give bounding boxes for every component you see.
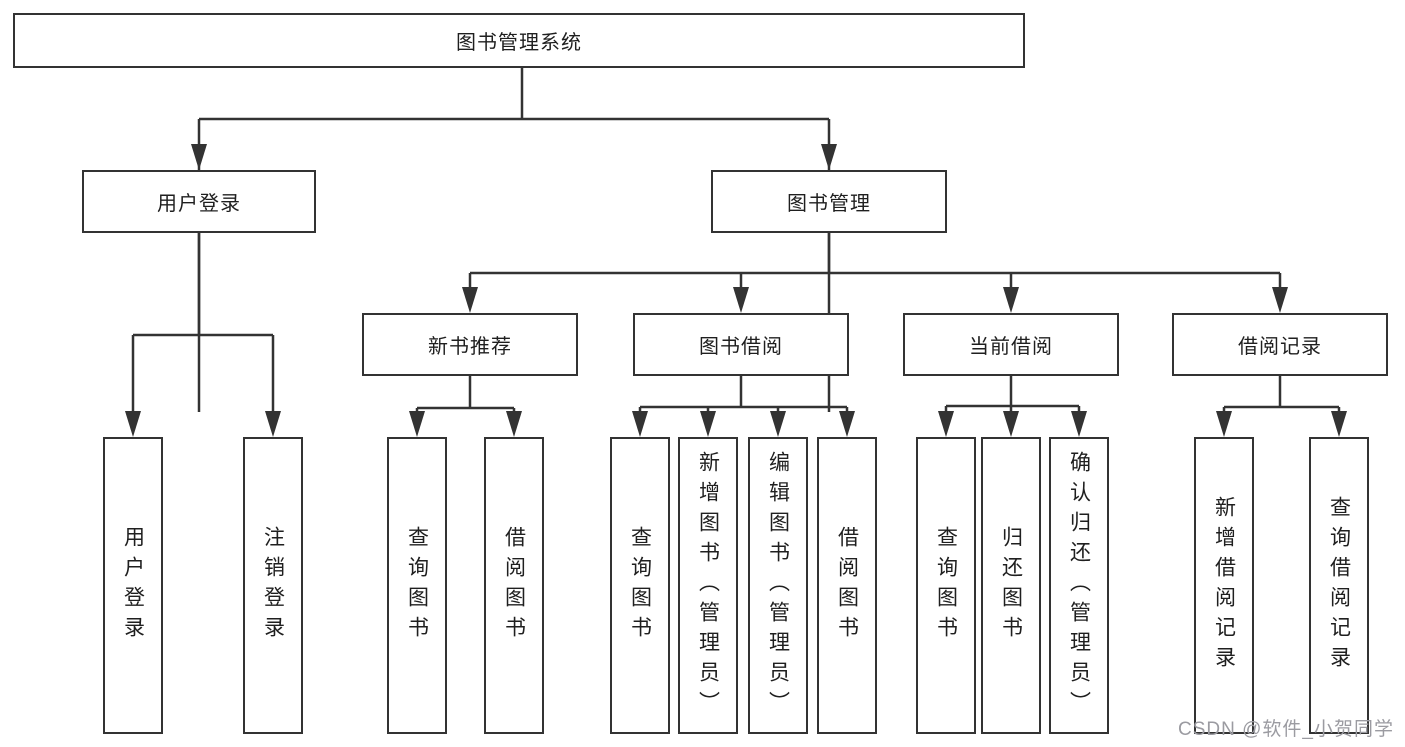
node-book-management-label: 图书管理 — [787, 193, 871, 215]
leaf-user-login: 用户登录 — [103, 437, 163, 734]
leaf-query-books-borrowing: 查询图书 — [610, 437, 670, 734]
leaf-confirm-return-admin-label: 确认归还（管理员） — [1067, 450, 1091, 721]
node-user-login: 用户登录 — [82, 170, 316, 233]
leaf-query-books-recommend: 查询图书 — [387, 437, 447, 734]
connector-book-management-children — [468, 233, 1282, 288]
leaf-query-books-current: 查询图书 — [916, 437, 976, 734]
leaf-query-books-recommend-label: 查询图书 — [405, 525, 429, 646]
connector-borrowing-records-children — [1222, 376, 1341, 412]
node-user-login-label: 用户登录 — [157, 193, 241, 215]
arrowhead — [462, 287, 478, 313]
arrowhead — [821, 144, 837, 170]
leaf-add-book-admin-label: 新增图书（管理员） — [696, 450, 720, 721]
leaf-query-books-borrowing-label: 查询图书 — [628, 525, 652, 646]
node-current-borrowing-label: 当前借阅 — [969, 336, 1053, 358]
leaf-add-borrow-record-label: 新增借阅记录 — [1212, 495, 1236, 676]
arrowhead — [125, 411, 141, 437]
arrowhead — [1331, 411, 1347, 437]
connector-user-login-children — [131, 233, 275, 412]
arrowhead — [700, 411, 716, 437]
leaf-user-login-label: 用户登录 — [121, 525, 145, 646]
node-borrowing-records-label: 借阅记录 — [1238, 336, 1322, 358]
leaf-borrow-books-recommend-label: 借阅图书 — [502, 525, 526, 646]
arrowhead — [938, 411, 954, 437]
node-book-borrowing-label: 图书借阅 — [699, 336, 783, 358]
leaf-edit-book-admin-label: 编辑图书（管理员） — [766, 450, 790, 721]
leaf-add-book-admin: 新增图书（管理员） — [678, 437, 738, 734]
arrowhead — [1216, 411, 1232, 437]
node-current-borrowing: 当前借阅 — [903, 313, 1119, 376]
arrowhead — [770, 411, 786, 437]
leaf-confirm-return-admin: 确认归还（管理员） — [1049, 437, 1109, 734]
arrowhead — [1272, 287, 1288, 313]
leaf-return-books-label: 归还图书 — [999, 525, 1023, 646]
leaf-borrow-books-borrowing-label: 借阅图书 — [835, 525, 859, 646]
node-root: 图书管理系统 — [13, 13, 1025, 68]
node-borrowing-records: 借阅记录 — [1172, 313, 1388, 376]
arrowhead — [1071, 411, 1087, 437]
node-book-borrowing: 图书借阅 — [633, 313, 849, 376]
arrowhead — [506, 411, 522, 437]
node-book-management: 图书管理 — [711, 170, 947, 233]
leaf-borrow-books-recommend: 借阅图书 — [484, 437, 544, 734]
arrowhead — [191, 144, 207, 170]
leaf-return-books: 归还图书 — [981, 437, 1041, 734]
leaf-edit-book-admin: 编辑图书（管理员） — [748, 437, 808, 734]
node-root-label: 图书管理系统 — [456, 32, 582, 54]
leaf-logout: 注销登录 — [243, 437, 303, 734]
arrowhead — [1003, 287, 1019, 313]
connector-book-borrowing-children — [638, 376, 849, 412]
node-new-book-recommend-label: 新书推荐 — [428, 336, 512, 358]
arrowhead — [1003, 411, 1019, 437]
arrowhead — [733, 287, 749, 313]
leaf-query-borrow-record: 查询借阅记录 — [1309, 437, 1369, 734]
leaf-borrow-books-borrowing: 借阅图书 — [817, 437, 877, 734]
connector-current-borrowing-children — [944, 376, 1081, 412]
leaf-query-borrow-record-label: 查询借阅记录 — [1327, 495, 1351, 676]
connector-new-book-recommend-children — [415, 376, 516, 412]
arrowhead — [409, 411, 425, 437]
arrowhead — [632, 411, 648, 437]
arrowhead — [265, 411, 281, 437]
csdn-watermark: CSDN @软件_小贺同学 — [1178, 719, 1394, 740]
leaf-add-borrow-record: 新增借阅记录 — [1194, 437, 1254, 734]
arrowhead — [839, 411, 855, 437]
leaf-logout-label: 注销登录 — [261, 525, 285, 646]
leaf-query-books-current-label: 查询图书 — [934, 525, 958, 646]
node-new-book-recommend: 新书推荐 — [362, 313, 578, 376]
